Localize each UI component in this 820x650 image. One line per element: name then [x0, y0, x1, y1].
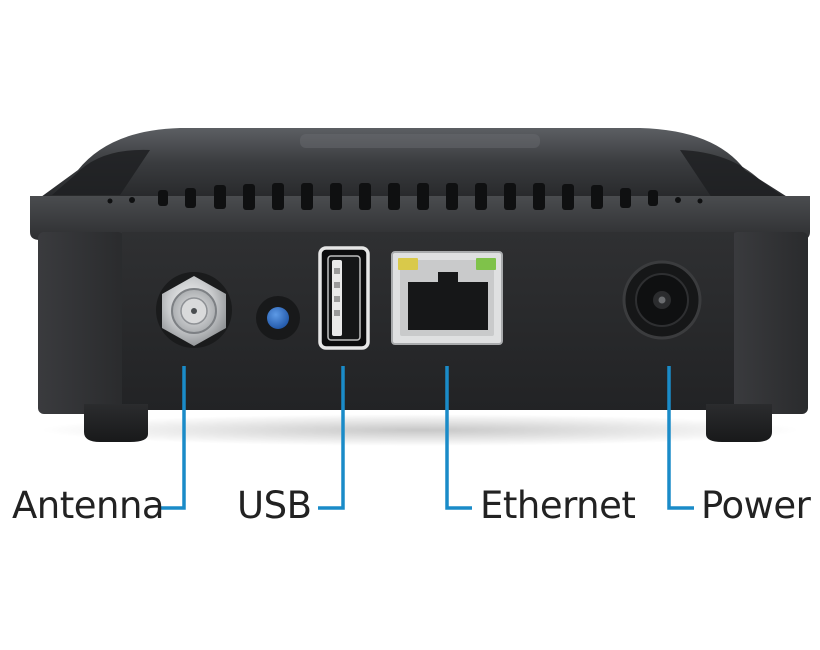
- right-foot: [706, 404, 772, 442]
- usb-port: [318, 246, 370, 350]
- top-left-grille: [52, 149, 150, 195]
- right-side-panel: [732, 232, 808, 414]
- power-callout-line: [667, 366, 694, 510]
- left-foot: [84, 404, 148, 442]
- ethernet-callout-line: [445, 366, 472, 510]
- ground-shadow: [40, 414, 800, 446]
- ethernet-label: Ethernet: [480, 484, 636, 527]
- ethernet-port: [391, 251, 503, 345]
- top-right-grille: [680, 150, 785, 198]
- power-label: Power: [701, 484, 811, 527]
- antenna-label: Antenna: [12, 484, 165, 527]
- power-dc-jack: [622, 260, 702, 340]
- antenna-callout-line: [160, 366, 186, 510]
- top-embossed-logo: [300, 134, 540, 148]
- usb-label: USB: [237, 484, 312, 527]
- callout-lines: [160, 366, 694, 510]
- vent-slots: [107, 183, 703, 210]
- usb-callout-line: [318, 366, 345, 510]
- left-side-panel: [38, 232, 124, 414]
- antenna-coax-connector: [156, 272, 232, 348]
- blue-reset-button: [256, 296, 300, 340]
